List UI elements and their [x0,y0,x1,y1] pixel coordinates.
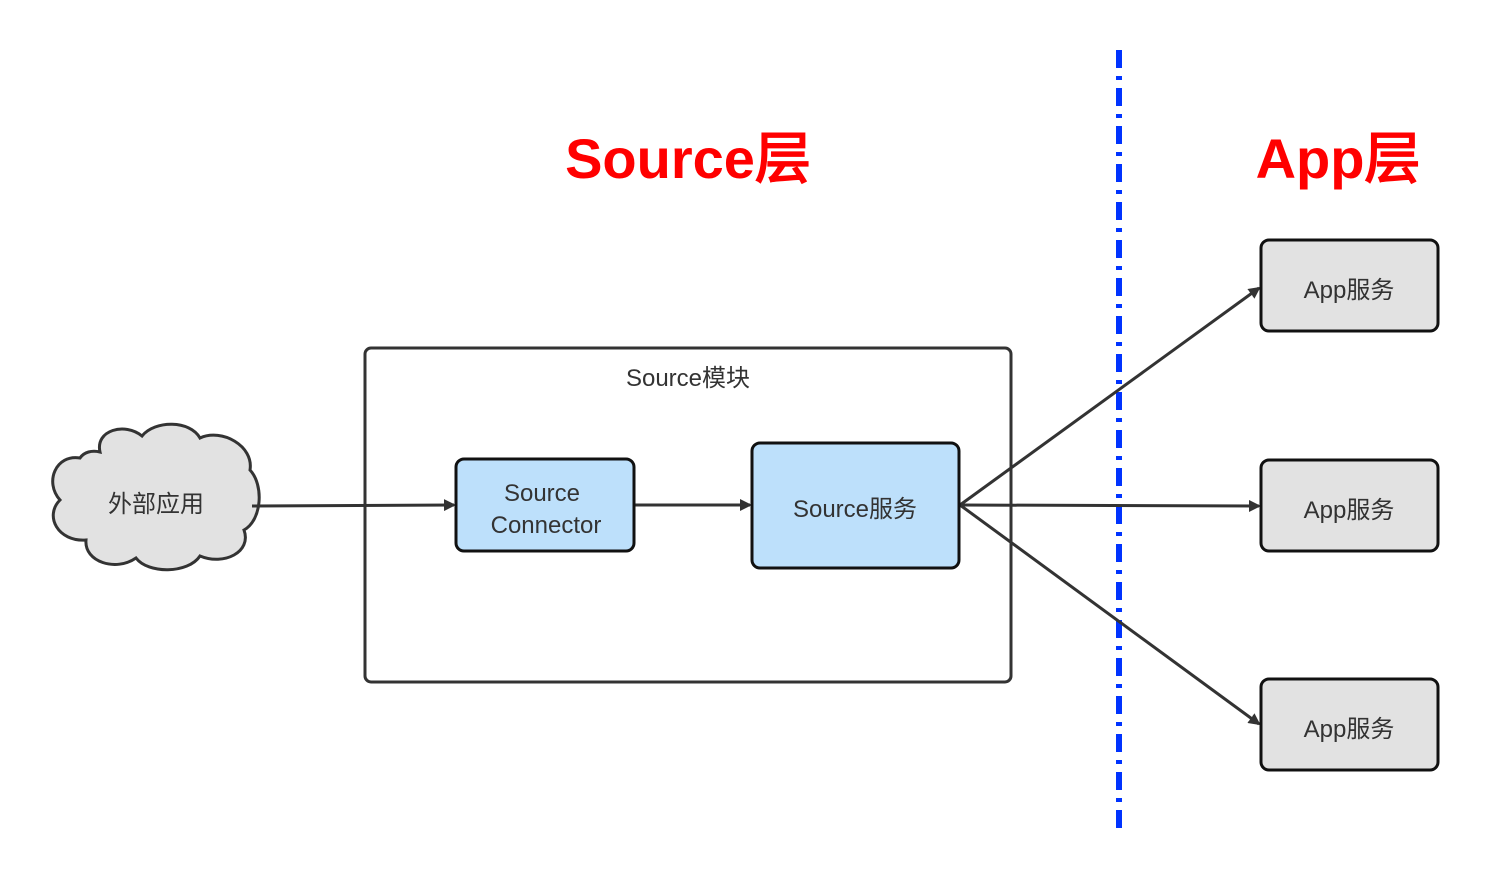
edge-service-to-app-2 [959,499,1261,512]
edge-service-to-app-3 [959,503,1261,726]
edge-service-to-app-1 [959,286,1261,507]
edge-external-to-connector [251,499,456,512]
source-connector-label-line2: Connector [491,512,602,539]
external-app-node: 外部应用 [51,422,261,572]
source-connector-node: Source Connector [454,457,636,553]
source-layer-title: Source层 [565,127,811,190]
app-service-node-3: App服务 [1259,677,1440,772]
source-module-container [363,346,1013,684]
app-service-label-1: App服务 [1304,277,1395,304]
app-service-label-3: App服务 [1304,716,1395,743]
source-service-label: Source服务 [793,496,917,523]
source-service-node: Source服务 [750,441,961,570]
app-service-label-2: App服务 [1304,497,1395,524]
app-service-node-1: App服务 [1259,238,1440,333]
external-app-label: 外部应用 [108,491,204,518]
app-service-node-2: App服务 [1259,458,1440,553]
source-connector-label-line1: Source [504,480,580,507]
app-layer-title: App层 [1256,127,1421,190]
cloud-icon [51,422,261,572]
source-module-label: Source模块 [626,365,750,392]
